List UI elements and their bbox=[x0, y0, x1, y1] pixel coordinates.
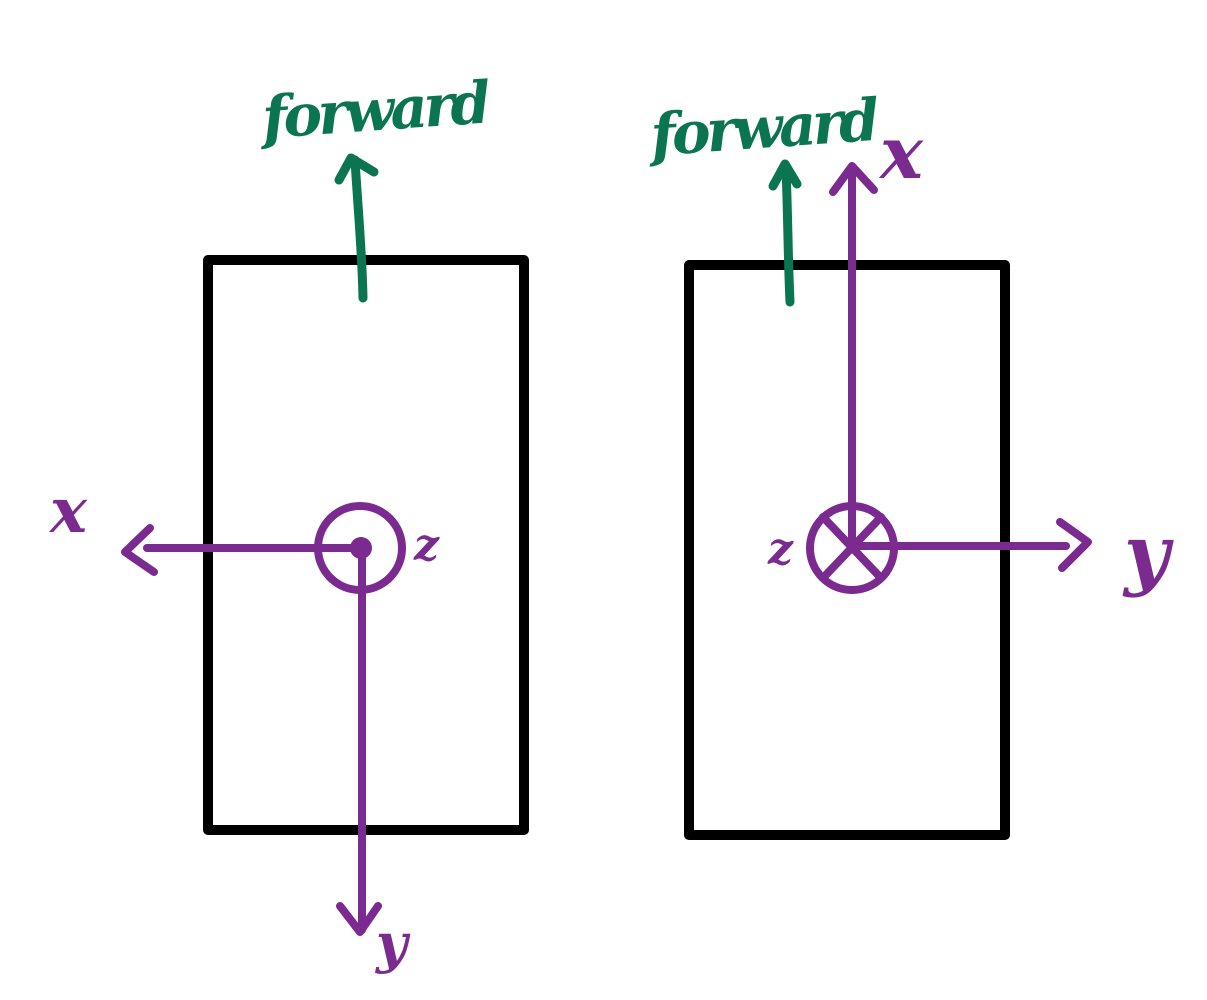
left-x-label: x bbox=[48, 474, 88, 547]
left-forward-label: forward bbox=[256, 68, 492, 152]
right-x-axis-arrow bbox=[829, 162, 878, 552]
left-x-axis-arrow bbox=[121, 524, 364, 576]
right-y-axis-arrow bbox=[848, 518, 1092, 572]
right-z-label: z bbox=[767, 524, 794, 575]
left-frame: forward x y z bbox=[48, 68, 529, 975]
right-x-label: x bbox=[878, 110, 924, 195]
left-forward-arrow bbox=[334, 153, 379, 303]
left-y-axis-arrow bbox=[336, 544, 382, 936]
right-z-into-page-symbol bbox=[806, 502, 898, 594]
right-forward-label: forward bbox=[645, 86, 881, 170]
left-z-label: z bbox=[413, 520, 440, 571]
left-y-label: y bbox=[375, 911, 411, 975]
right-forward-arrow bbox=[768, 159, 802, 307]
right-y-label: y bbox=[1122, 508, 1174, 599]
right-frame: forward x y z bbox=[645, 86, 1174, 840]
left-z-out-of-page-symbol bbox=[314, 502, 406, 594]
